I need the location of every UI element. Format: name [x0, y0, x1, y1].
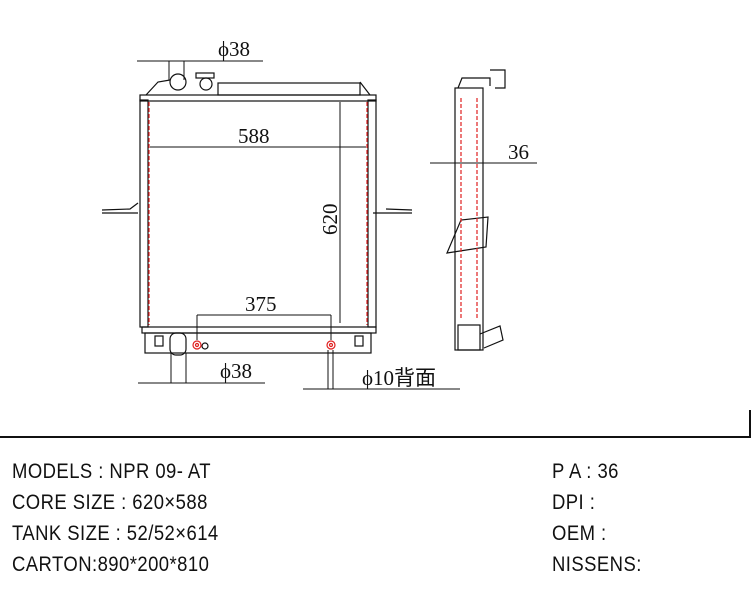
- thickness-dimension: 36: [508, 140, 529, 164]
- spec-core-size: CORE SIZE : 620×588: [12, 491, 208, 514]
- spec-carton: CARTON:890*200*810: [12, 553, 210, 576]
- divider-line: [0, 410, 751, 438]
- spec-oem: OEM :: [552, 522, 607, 545]
- width-dimension: 588: [238, 124, 270, 148]
- spec-tank-size: TANK SIZE : 52/52×614: [12, 522, 219, 545]
- spec-dpi: DPI :: [552, 491, 596, 514]
- spec-pa: P A : 36: [552, 460, 619, 483]
- spec-models: MODELS : NPR 09- AT: [12, 460, 212, 483]
- spec-nissens: NISSENS:: [552, 553, 642, 576]
- top-pipe-diameter: ϕ38: [218, 37, 250, 61]
- height-dimension: 620: [318, 204, 342, 236]
- side-view: [446, 69, 506, 351]
- drain-hole-label: ϕ10背面: [362, 366, 436, 390]
- dimension-lines: [137, 60, 537, 390]
- bottom-pipe-diameter: ϕ38: [220, 359, 252, 383]
- hole-spacing-dimension: 375: [245, 292, 277, 316]
- front-view: [101, 72, 413, 356]
